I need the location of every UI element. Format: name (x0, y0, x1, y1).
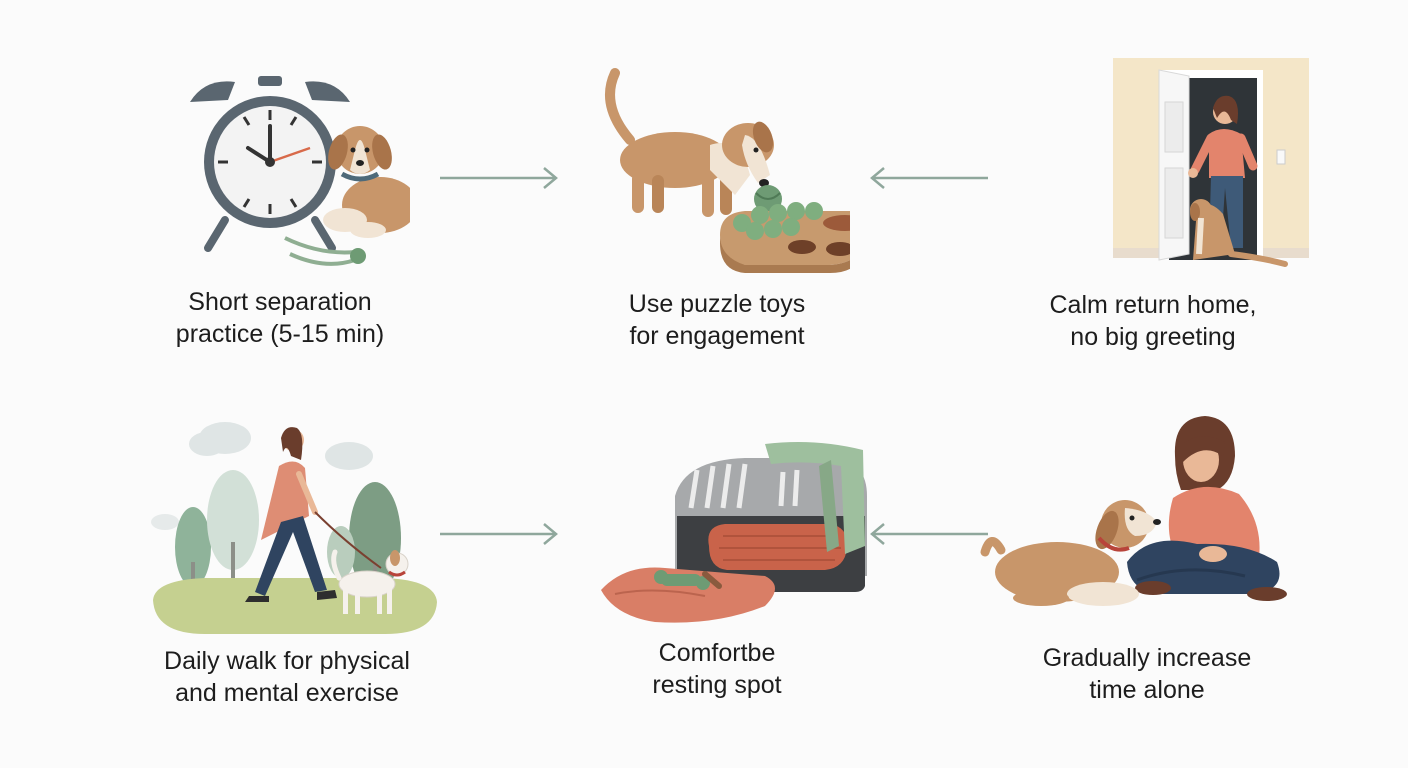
step-puzzle-toys (545, 65, 875, 275)
person-doorway-dog-icon (1113, 58, 1309, 267)
step-resting-spot (570, 436, 900, 626)
arrow-right-icon (440, 523, 558, 545)
person-sitting-dog-icon (980, 416, 1287, 606)
arrow-left-icon (870, 167, 988, 189)
caption-resting-spot: Comfortbe resting spot (652, 639, 782, 699)
step-short-separation (115, 70, 445, 270)
dog-crate-blanket-icon (601, 442, 867, 623)
caption-increase-time: Gradually increase time alone (1042, 644, 1252, 704)
arrow-right-icon (440, 167, 558, 189)
step-daily-walk (130, 412, 460, 640)
step-increase-time (972, 412, 1302, 617)
person-walking-dog-icon (151, 422, 437, 634)
caption-daily-walk: Daily walk for physical and mental exerc… (164, 647, 410, 707)
dog-puzzle-toy-icon (605, 68, 850, 273)
arrow-left-icon (870, 523, 988, 545)
caption-puzzle-toys: Use puzzle toys for engagement (628, 290, 806, 350)
step-calm-return (1048, 58, 1378, 278)
alarm-clock-dog-icon (190, 76, 410, 266)
caption-calm-return: Calm return home, no big greeting (1049, 291, 1257, 351)
caption-short-separation: Short separation practice (5-15 min) (175, 288, 385, 348)
